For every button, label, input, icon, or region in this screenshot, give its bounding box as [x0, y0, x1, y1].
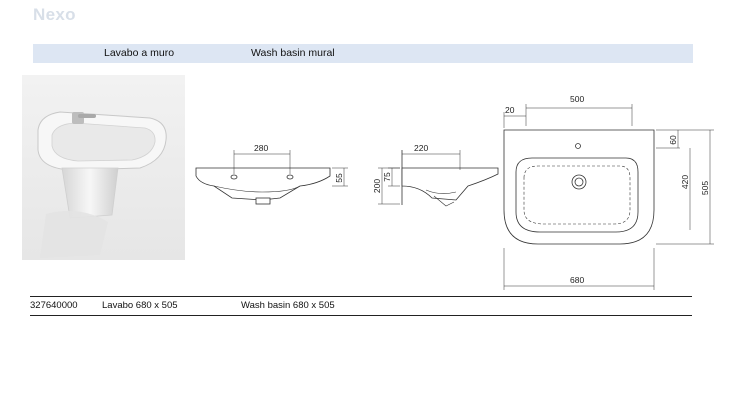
dim-top-offset: 20	[505, 105, 515, 115]
label-spanish: Lavabo a muro	[104, 47, 175, 59]
dim-side-depth: 220	[414, 143, 428, 153]
front-view-drawing	[195, 150, 348, 205]
dim-top-tap-offset: 60	[668, 135, 678, 145]
dim-side-height-small: 75	[382, 172, 392, 182]
header-band: Lavabo a muro Wash basin mural	[33, 44, 693, 63]
top-view-drawing	[503, 104, 714, 290]
product-desc-english: Wash basin 680 x 505	[241, 300, 335, 311]
dim-top-depth: 505	[700, 181, 710, 195]
dim-front-width: 280	[254, 143, 268, 153]
product-desc-spanish: Lavabo 680 x 505	[102, 300, 178, 311]
dim-side-height: 200	[372, 179, 382, 193]
dim-top-inner-width: 500	[570, 94, 584, 104]
dim-front-height: 55	[334, 173, 344, 183]
side-view-drawing	[378, 150, 499, 207]
product-row: 327640000 Lavabo 680 x 505 Wash basin 68…	[30, 296, 692, 316]
dim-top-inner-depth: 420	[680, 175, 690, 189]
product-photo	[22, 75, 185, 260]
product-code: 327640000	[30, 300, 78, 311]
brand-title: Nexo	[33, 5, 76, 24]
dim-top-width: 680	[570, 275, 584, 285]
label-english: Wash basin mural	[251, 47, 335, 59]
